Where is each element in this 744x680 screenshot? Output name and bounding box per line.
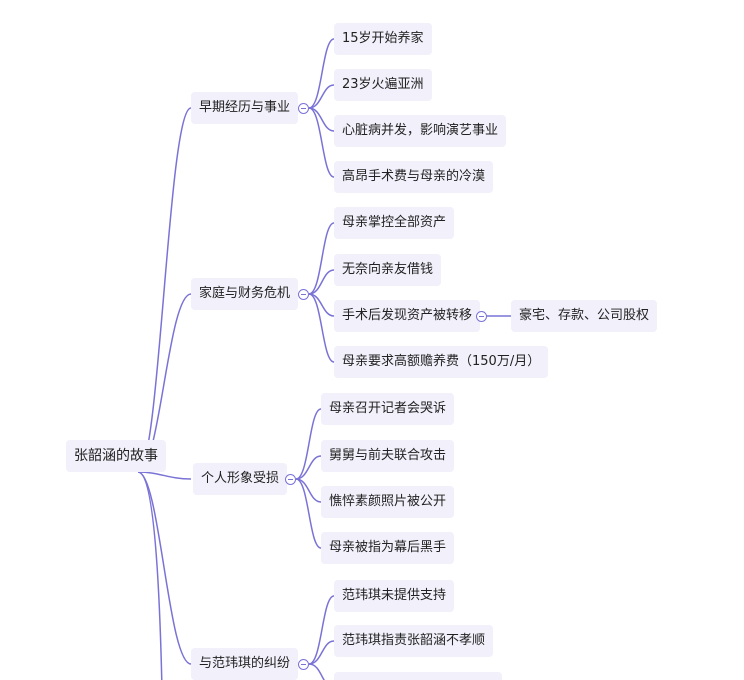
edge-b2-c1 xyxy=(308,222,335,295)
leaf-node[interactable]: 母亲要求高额赡养费（150万/月） xyxy=(334,346,549,378)
edge-b2-c4 xyxy=(308,293,335,363)
branch-label: 个人形象受损 xyxy=(201,471,280,486)
leaf-node[interactable]: 范玮琪指责张韶涵不孝顺 xyxy=(334,625,494,657)
leaf-label: 范玮琪未提供支持 xyxy=(342,588,447,603)
leaf-label: 母亲掌控全部资产 xyxy=(342,215,447,230)
leaf-label: 母亲召开记者会哭诉 xyxy=(329,401,447,416)
root-label: 张韶涵的故事 xyxy=(74,448,158,464)
leaf-label: 舅舅与前夫联合攻击 xyxy=(329,448,447,463)
leaf-node[interactable]: 高昂手术费与母亲的冷漠 xyxy=(334,161,494,193)
leaf-node[interactable]: 豪宅、存款、公司股权 xyxy=(511,300,658,332)
leaf-node[interactable]: 憔悴素颜照片被公开 xyxy=(321,486,455,518)
edge-b3-c1 xyxy=(295,408,322,480)
leaf-node[interactable] xyxy=(334,672,502,680)
leaf-label: 范玮琪指责张韶涵不孝顺 xyxy=(342,633,486,648)
collapse-toggle-icon[interactable] xyxy=(298,103,309,114)
leaf-label: 高昂手术费与母亲的冷漠 xyxy=(342,169,486,184)
leaf-node[interactable]: 舅舅与前夫联合攻击 xyxy=(321,440,455,472)
leaf-label: 母亲要求高额赡养费（150万/月） xyxy=(342,354,541,369)
leaf-node[interactable]: 15岁开始养家 xyxy=(334,23,432,55)
edge-b1-c1 xyxy=(308,38,335,109)
edge-b1-c4 xyxy=(308,107,335,178)
branch-label: 家庭与财务危机 xyxy=(199,286,291,301)
collapse-toggle-icon[interactable] xyxy=(298,289,309,300)
leaf-label: 心脏病并发，影响演艺事业 xyxy=(342,123,499,138)
leaf-node[interactable]: 范玮琪未提供支持 xyxy=(334,580,455,612)
branch-node-family-finance[interactable]: 家庭与财务危机 xyxy=(191,278,299,310)
leaf-label: 无奈向亲友借钱 xyxy=(342,262,434,277)
edge-b2-c2 xyxy=(308,269,335,295)
edge-b3-c4 xyxy=(295,478,322,549)
edge-root-offscreen xyxy=(137,471,163,680)
edge-root-branch-3 xyxy=(137,471,192,480)
root-node[interactable]: 张韶涵的故事 xyxy=(66,440,166,472)
leaf-label: 23岁火遍亚洲 xyxy=(342,77,424,92)
branch-node-early-career[interactable]: 早期经历与事业 xyxy=(191,92,299,124)
leaf-node[interactable]: 手术后发现资产被转移 xyxy=(334,300,481,332)
branch-label: 与范玮琪的纠纷 xyxy=(199,656,291,671)
leaf-label: 15岁开始养家 xyxy=(342,31,424,46)
leaf-label: 豪宅、存款、公司股权 xyxy=(519,308,650,323)
collapse-toggle-icon[interactable] xyxy=(476,311,487,322)
edge-b4-c2 xyxy=(308,640,335,665)
edge-b3-c2 xyxy=(295,455,322,480)
leaf-node[interactable]: 无奈向亲友借钱 xyxy=(334,254,442,286)
leaf-label: 手术后发现资产被转移 xyxy=(342,308,473,323)
edge-root-branch-4 xyxy=(137,471,192,665)
leaf-node[interactable]: 母亲被指为幕后黑手 xyxy=(321,532,455,564)
leaf-node[interactable]: 母亲召开记者会哭诉 xyxy=(321,393,455,425)
edge-b4-c3 xyxy=(308,663,325,680)
leaf-node[interactable]: 心脏病并发，影响演艺事业 xyxy=(334,115,507,147)
branch-node-fan-dispute[interactable]: 与范玮琪的纠纷 xyxy=(191,648,299,680)
edge-root-branch-1 xyxy=(137,107,192,473)
edge-b4-c1 xyxy=(308,595,335,665)
collapse-toggle-icon[interactable] xyxy=(298,659,309,670)
leaf-label: 母亲被指为幕后黑手 xyxy=(329,540,447,555)
leaf-node[interactable]: 母亲掌控全部资产 xyxy=(334,207,455,239)
edge-b1-c2 xyxy=(308,84,335,109)
collapse-toggle-icon[interactable] xyxy=(285,474,296,485)
leaf-node[interactable]: 23岁火遍亚洲 xyxy=(334,69,432,101)
leaf-label: 憔悴素颜照片被公开 xyxy=(329,494,447,509)
branch-label: 早期经历与事业 xyxy=(199,100,291,115)
branch-node-image-damage[interactable]: 个人形象受损 xyxy=(193,463,288,495)
